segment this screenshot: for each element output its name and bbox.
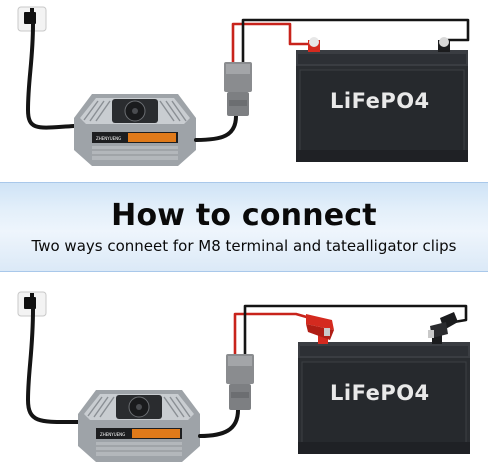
- black-wire: [241, 18, 470, 62]
- banner-title: How to connect: [111, 198, 377, 233]
- red-wire: [231, 22, 312, 62]
- wall-socket-icon: [17, 291, 47, 317]
- ac-cable: [25, 22, 76, 130]
- battery: LiFePO4: [298, 332, 470, 454]
- bottom-connection-scene: ZHENYUENG LiFePO4: [0, 290, 488, 463]
- red-wire: [233, 312, 311, 354]
- alligator-clip-icon: [306, 314, 334, 340]
- battery-label: LiFePO4: [330, 381, 430, 405]
- dc-cable: [198, 408, 240, 438]
- ring-terminal-icon: [308, 37, 450, 52]
- anderson-connector-icon: [224, 62, 252, 116]
- dc-cable: [194, 114, 238, 142]
- battery-label: LiFePO4: [330, 89, 430, 113]
- banner-subtitle: Two ways conneet for M8 terminal and tat…: [31, 237, 457, 255]
- charger-brand-label: ZHENYUENG: [100, 432, 125, 437]
- black-wire: [243, 304, 468, 354]
- charger: ZHENYUENG: [78, 390, 200, 462]
- anderson-connector-icon: [226, 354, 254, 410]
- wall-socket-icon: [17, 6, 47, 32]
- charger: ZHENYUENG: [74, 94, 196, 166]
- ac-cable: [25, 307, 80, 425]
- top-connection-scene: ZHENYUENG: [0, 0, 488, 182]
- alligator-clip-icon: [428, 312, 458, 338]
- how-to-connect-banner: How to connect Two ways conneet for M8 t…: [0, 182, 488, 272]
- charger-brand-label: ZHENYUENG: [96, 136, 121, 141]
- battery: LiFePO4: [296, 37, 468, 162]
